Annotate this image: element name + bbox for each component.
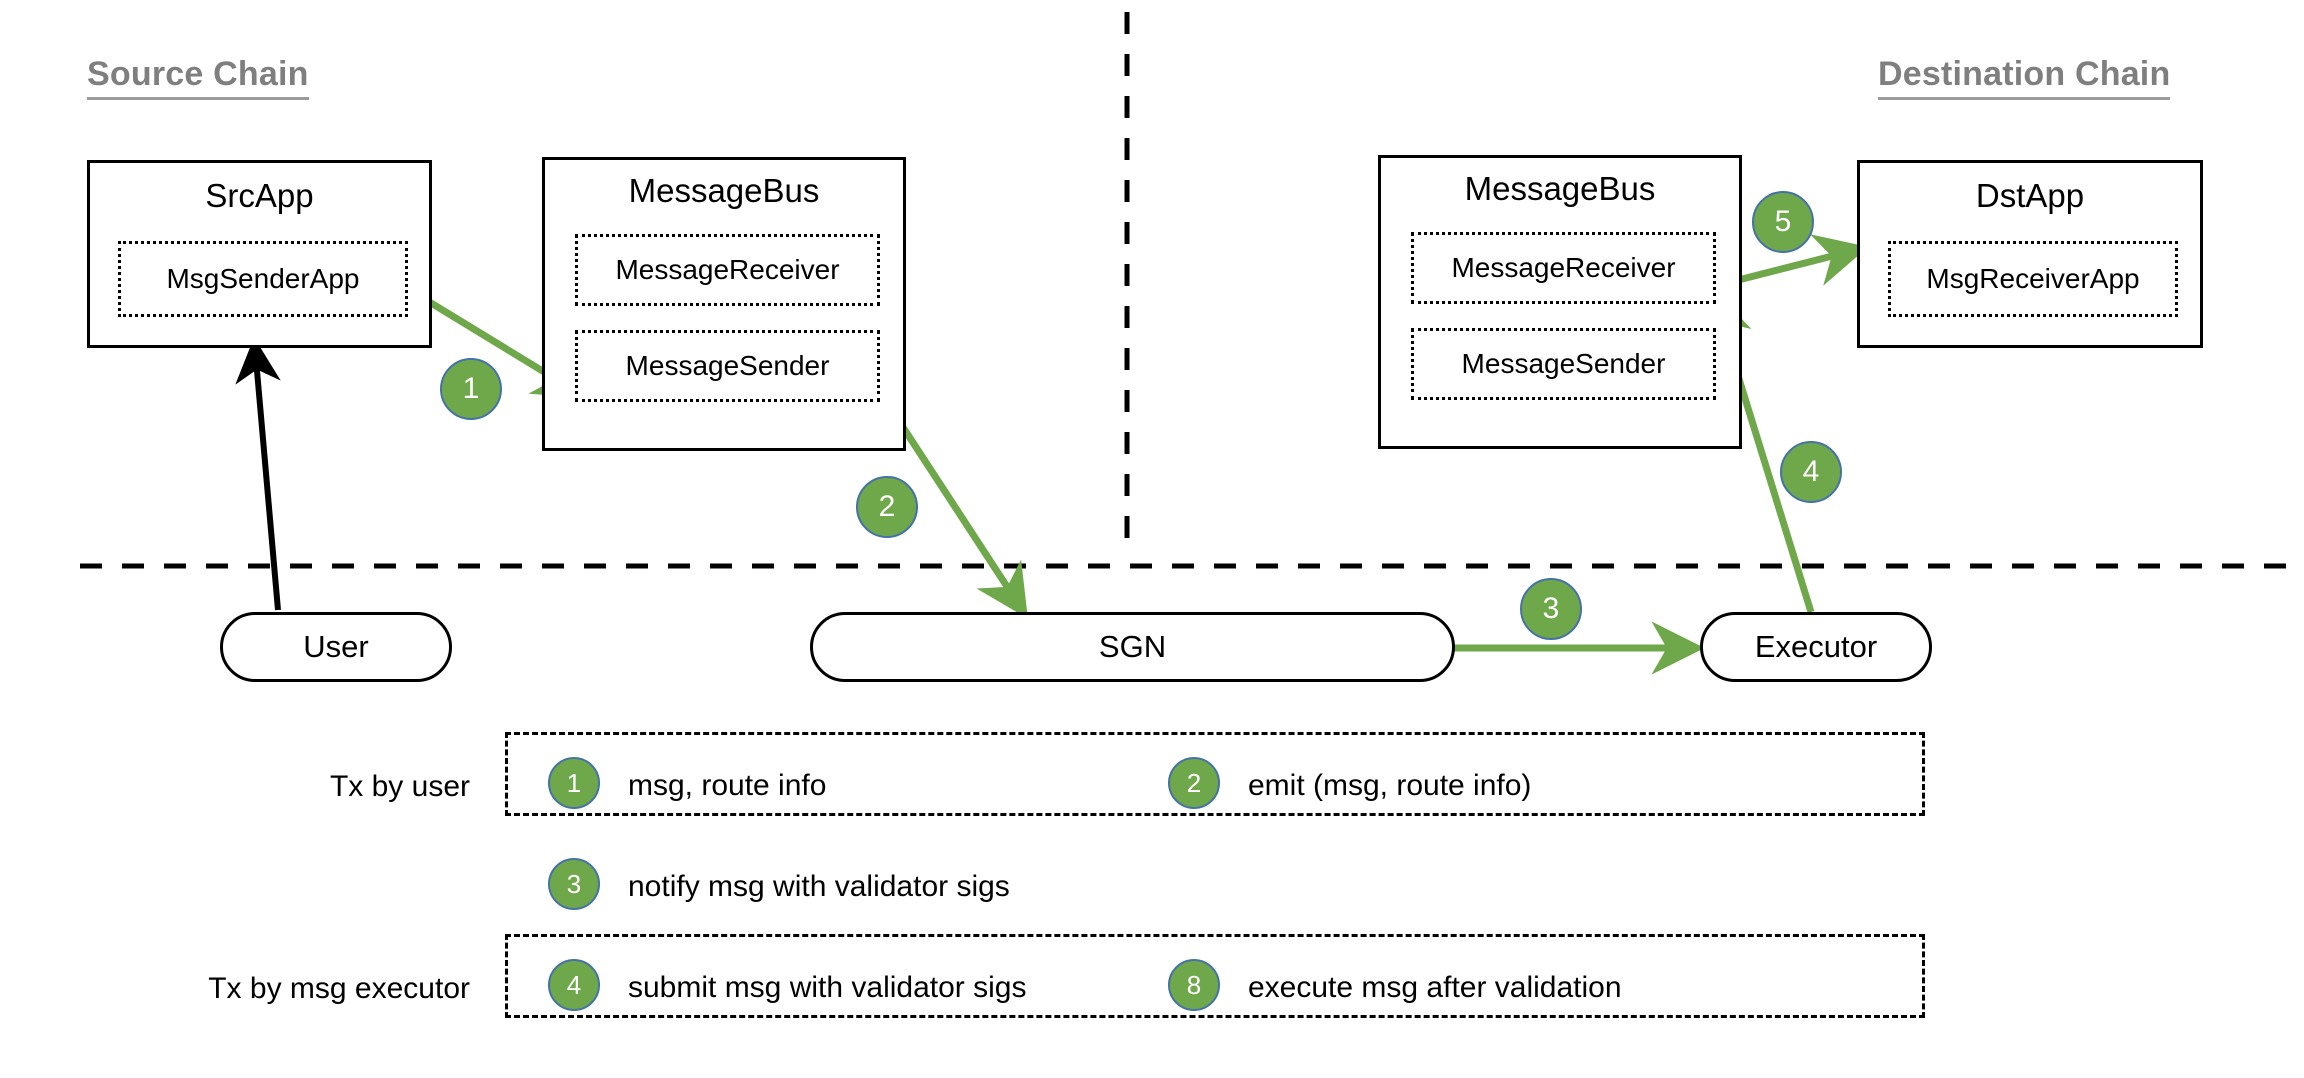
badge-5[interactable]: 5 xyxy=(1752,191,1814,253)
legend-badge-3[interactable]: 3 xyxy=(548,858,600,910)
source-chain-label: Source Chain xyxy=(87,55,309,100)
box-messagebus-source-title: MessageBus xyxy=(628,172,820,209)
legend-text-3: notify msg with validator sigs xyxy=(628,870,1010,903)
pill-user[interactable]: User xyxy=(220,612,452,682)
component-messagereceiver-destination[interactable]: MessageReceiver xyxy=(1411,232,1716,304)
legend-text-2: emit (msg, route info) xyxy=(1248,769,1532,802)
legend-badge-4[interactable]: 4 xyxy=(548,959,600,1011)
badge-4[interactable]: 4 xyxy=(1780,441,1842,503)
component-messagesender-source[interactable]: MessageSender xyxy=(575,330,880,402)
component-msgreceiverapp[interactable]: MsgReceiverApp xyxy=(1888,241,2178,317)
box-dstapp[interactable]: DstApp MsgReceiverApp xyxy=(1857,160,2203,348)
legend-text-8: execute msg after validation xyxy=(1248,971,1622,1004)
legend-text-1: msg, route info xyxy=(628,769,827,802)
pill-executor[interactable]: Executor xyxy=(1700,612,1932,682)
pill-sgn[interactable]: SGN xyxy=(810,612,1455,682)
component-messagereceiver-source[interactable]: MessageReceiver xyxy=(575,234,880,306)
legend-label-tx-by-msg-executor: Tx by msg executor xyxy=(208,972,470,1005)
arrow-user-to-srcapp xyxy=(235,337,281,611)
legend-text-4: submit msg with validator sigs xyxy=(628,971,1027,1004)
box-srcapp[interactable]: SrcApp MsgSenderApp xyxy=(87,160,432,348)
destination-chain-label: Destination Chain xyxy=(1878,55,2171,100)
box-messagebus-destination-title: MessageBus xyxy=(1464,170,1656,207)
legend-badge-2[interactable]: 2 xyxy=(1168,757,1220,809)
badge-2[interactable]: 2 xyxy=(856,476,918,538)
legend-badge-1[interactable]: 1 xyxy=(548,757,600,809)
legend-box-tx-by-user xyxy=(505,732,1925,816)
component-messagesender-destination[interactable]: MessageSender xyxy=(1411,328,1716,400)
box-dstapp-title: DstApp xyxy=(1975,177,2085,214)
legend-badge-8[interactable]: 8 xyxy=(1168,959,1220,1011)
box-messagebus-destination[interactable]: MessageBus MessageReceiver MessageSender xyxy=(1378,155,1742,449)
badge-3[interactable]: 3 xyxy=(1520,578,1582,640)
box-srcapp-title: SrcApp xyxy=(205,177,314,214)
legend-label-tx-by-user: Tx by user xyxy=(329,770,470,803)
legend-box-tx-by-msg-executor xyxy=(505,934,1925,1018)
component-msgsenderapp[interactable]: MsgSenderApp xyxy=(118,241,408,317)
box-messagebus-source[interactable]: MessageBus MessageReceiver MessageSender xyxy=(542,157,906,451)
badge-1[interactable]: 1 xyxy=(440,358,502,420)
